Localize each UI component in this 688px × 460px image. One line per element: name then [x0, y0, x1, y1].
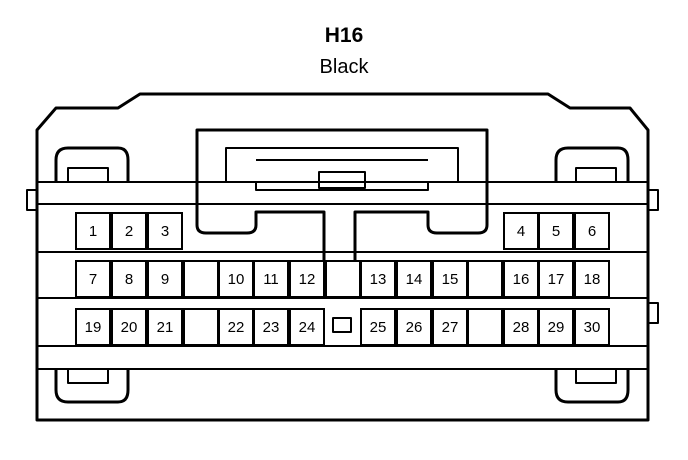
- pin-label-17: 17: [548, 271, 565, 288]
- latch-bottom-left-slot: [67, 368, 109, 384]
- pin-label-1: 1: [89, 223, 97, 240]
- latch-top-right: [554, 146, 630, 182]
- pin-label-7: 7: [89, 271, 97, 288]
- pin-label-22: 22: [228, 319, 245, 336]
- pin-cavity-2: [111, 212, 147, 250]
- pin-label-27: 27: [442, 319, 459, 336]
- pin-label-16: 16: [513, 271, 530, 288]
- pin-label-3: 3: [161, 223, 169, 240]
- pin-cavity-6: [574, 212, 610, 250]
- empty-cavity: [467, 260, 503, 298]
- pin-label-19: 19: [85, 319, 102, 336]
- pin-label-15: 15: [442, 271, 459, 288]
- pin-cavity-11: [253, 260, 289, 298]
- pin-cavity-22: [218, 308, 254, 346]
- center-lock-inner: [225, 147, 459, 191]
- pin-label-5: 5: [552, 223, 560, 240]
- empty-cavity: [325, 260, 361, 298]
- left-side-tab: [26, 189, 38, 211]
- pin-label-18: 18: [584, 271, 601, 288]
- latch-top-left: [54, 146, 130, 182]
- pin-cavity-9: [147, 260, 183, 298]
- latch-top-left-slot: [67, 167, 109, 183]
- right-side-tab: [647, 189, 659, 211]
- pin-cavity-8: [111, 260, 147, 298]
- pin-cavity-4: [503, 212, 539, 250]
- pin-cavity-14: [396, 260, 432, 298]
- pin-cavity-15: [432, 260, 468, 298]
- pin-cavity-18: [574, 260, 610, 298]
- pin-label-14: 14: [406, 271, 423, 288]
- pin-label-29: 29: [548, 319, 565, 336]
- pin-label-20: 20: [121, 319, 138, 336]
- pin-cavity-3: [147, 212, 183, 250]
- pin-label-10: 10: [228, 271, 245, 288]
- pin-label-26: 26: [406, 319, 423, 336]
- pin-label-2: 2: [125, 223, 133, 240]
- center-lock-outer: [195, 128, 489, 264]
- pin-cavity-13: [360, 260, 396, 298]
- pin-cavity-7: [75, 260, 111, 298]
- pin-label-8: 8: [125, 271, 133, 288]
- pin-label-9: 9: [161, 271, 169, 288]
- pin-label-28: 28: [513, 319, 530, 336]
- pin-cavity-24: [289, 308, 325, 346]
- pin-label-24: 24: [299, 319, 316, 336]
- pin-label-6: 6: [588, 223, 596, 240]
- connector-id: H16: [324, 24, 364, 47]
- pin-cavity-30: [574, 308, 610, 346]
- pin-label-11: 11: [263, 271, 279, 288]
- pin-label-21: 21: [157, 319, 174, 336]
- connector-color: Black: [319, 56, 369, 78]
- pin-label-30: 30: [584, 319, 601, 336]
- pin-cavity-17: [538, 260, 574, 298]
- pin-cavity-1: [75, 212, 111, 250]
- polarizing-key: [332, 317, 352, 333]
- pin-label-12: 12: [299, 271, 316, 288]
- pin-cavity-20: [111, 308, 147, 346]
- pin-cavity-16: [503, 260, 539, 298]
- pin-cavity-19: [75, 308, 111, 346]
- pin-label-25: 25: [370, 319, 387, 336]
- center-lock-tab: [318, 171, 366, 189]
- empty-cavity: [183, 260, 219, 298]
- pin-cavity-25: [360, 308, 396, 346]
- latch-top-right-slot: [575, 167, 617, 183]
- latch-bottom-left: [54, 369, 130, 404]
- latch-bottom-right-slot: [575, 368, 617, 384]
- pin-label-23: 23: [263, 319, 280, 336]
- empty-cavity: [467, 308, 503, 346]
- pin-cavity-5: [538, 212, 574, 250]
- pin-cavity-23: [253, 308, 289, 346]
- pin-cavity-29: [538, 308, 574, 346]
- pin-cavity-28: [503, 308, 539, 346]
- right-side-tab: [647, 302, 659, 324]
- pin-cavity-21: [147, 308, 183, 346]
- pin-cavity-26: [396, 308, 432, 346]
- pin-label-4: 4: [517, 223, 525, 240]
- latch-bottom-right: [554, 369, 630, 404]
- pin-cavity-12: [289, 260, 325, 298]
- connector-housing: [35, 92, 650, 422]
- empty-cavity: [183, 308, 219, 346]
- pin-label-13: 13: [370, 271, 387, 288]
- pin-cavity-10: [218, 260, 254, 298]
